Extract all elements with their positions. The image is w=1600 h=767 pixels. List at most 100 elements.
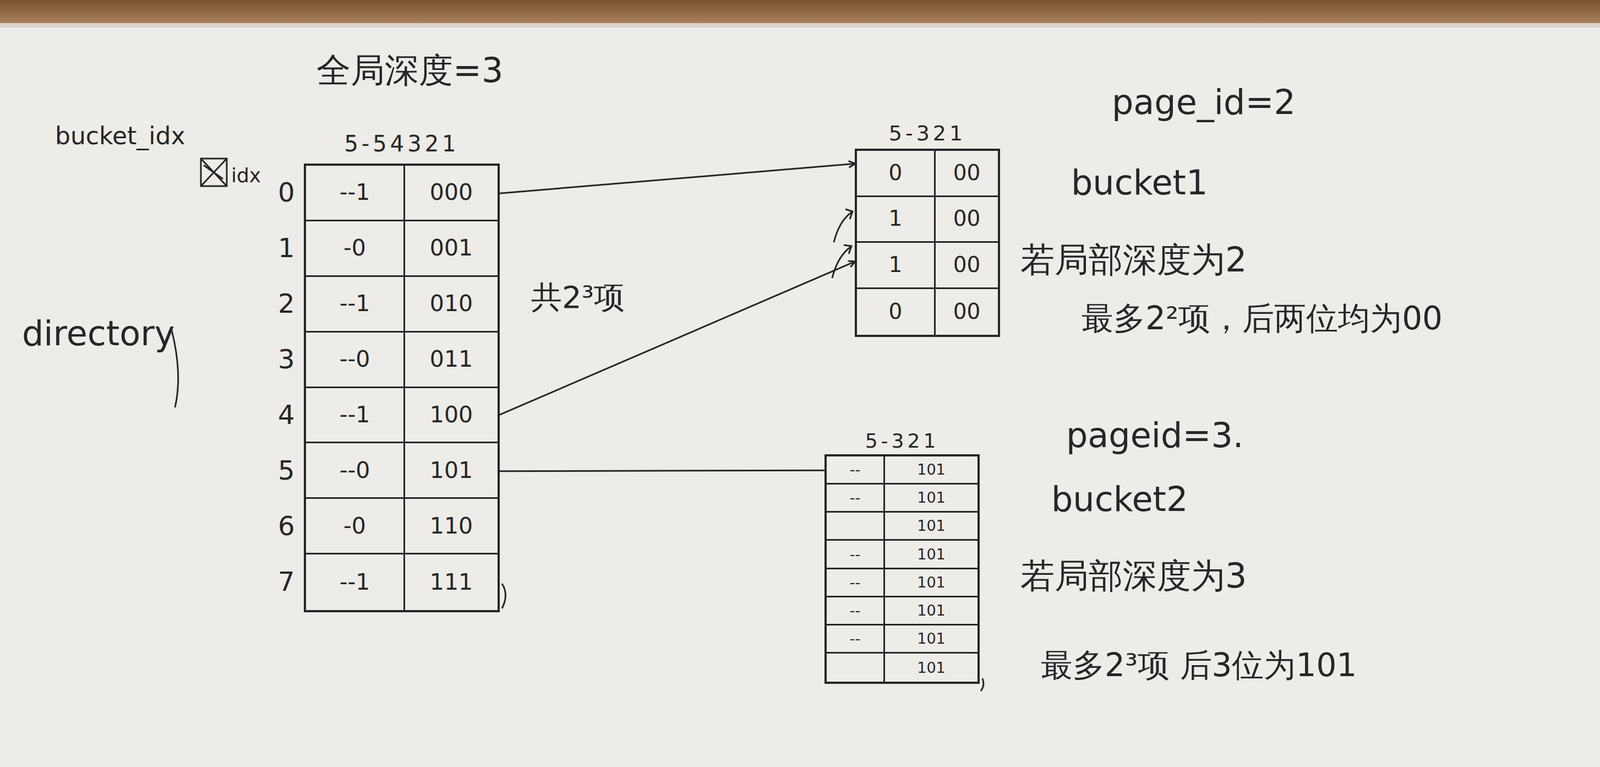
high-bit-cell: --0 <box>306 332 406 387</box>
high-bit-cell: -- <box>826 597 886 624</box>
note-text: 2 <box>277 288 296 319</box>
bit-position-header: 5-321 <box>826 429 978 452</box>
low-bit-cell: 101 <box>885 540 978 567</box>
hash-table-box: 5-321--101--101101--101--101--101--10110… <box>824 454 980 684</box>
table-row: -0110 <box>306 498 498 555</box>
high-bit-cell: -- <box>826 625 886 652</box>
pointer-arrow <box>497 163 855 194</box>
table-row: 100 <box>856 197 998 244</box>
table-row: 101 <box>826 653 978 682</box>
table-row: --101 <box>826 625 978 654</box>
table-row: -0001 <box>306 221 498 277</box>
table-row: --101 <box>826 484 978 513</box>
low-bit-cell: 00 <box>935 242 998 288</box>
high-bit-cell: 0 <box>856 288 936 336</box>
low-bit-cell: 00 <box>935 197 998 242</box>
bucket-tick <box>980 678 984 691</box>
note-text: bucket1 <box>1071 162 1208 202</box>
high-bit-cell: --1 <box>306 554 406 610</box>
paper-shade <box>0 23 1600 28</box>
table-row: --1010 <box>306 276 498 333</box>
note-text: 7 <box>277 566 296 597</box>
note-text: 最多2³项 后3位为101 <box>1040 646 1357 684</box>
table-edge <box>0 0 1600 24</box>
low-bit-cell: 101 <box>885 456 978 483</box>
low-bit-cell: 00 <box>935 288 998 336</box>
hash-table-box: 5-54321--1000-0001--1010--0011--1100--01… <box>303 163 500 613</box>
empty-cell <box>826 512 886 539</box>
note-text: page_id=2 <box>1111 82 1296 122</box>
high-bit-cell: -- <box>826 484 886 511</box>
note-text: directory <box>22 313 175 353</box>
high-bit-cell: -0 <box>306 498 406 553</box>
low-bit-cell: 000 <box>405 165 498 220</box>
high-bit-cell: --1 <box>306 276 406 331</box>
low-bit-cell: 011 <box>405 332 498 387</box>
note-text: bucket2 <box>1051 479 1188 519</box>
note-text: 5 <box>277 455 296 486</box>
bit-position-header: 5-54321 <box>306 131 498 156</box>
directory-tick <box>501 583 506 609</box>
note-text: 0 <box>277 177 296 208</box>
note-text: 3 <box>277 343 296 375</box>
high-bit-cell: -- <box>826 569 886 596</box>
small-arrow-head <box>843 244 852 254</box>
low-bit-cell: 00 <box>935 150 998 196</box>
table-row: 101 <box>826 512 978 541</box>
note-text: idx <box>231 164 261 187</box>
high-bit-cell: 1 <box>856 242 936 288</box>
high-bit-cell: -- <box>826 456 886 483</box>
note-text: 全局深度=3 <box>316 50 504 90</box>
high-bit-cell: -- <box>826 540 886 567</box>
high-bit-cell: --0 <box>306 443 406 498</box>
note-text: 4 <box>277 399 296 430</box>
low-bit-cell: 111 <box>405 554 498 610</box>
small-arrow <box>832 246 851 278</box>
note-text: 最多2²项，后两位均为00 <box>1081 299 1443 337</box>
table-row: --1100 <box>306 388 498 444</box>
table-row: --0101 <box>306 443 498 499</box>
note-text: 若局部深度为2 <box>1020 239 1247 280</box>
note-text: 共2³项 <box>531 279 625 315</box>
note-text: 1 <box>277 232 296 264</box>
note-text: 若局部深度为3 <box>1020 555 1247 595</box>
note-text: bucket_idx <box>55 122 185 151</box>
hash-table-box: 5-321000100100000 <box>854 148 1001 337</box>
low-bit-cell: 010 <box>405 276 498 331</box>
low-bit-cell: 110 <box>405 498 498 553</box>
table-row: --101 <box>826 597 978 626</box>
small-arrow <box>833 211 853 243</box>
table-row: 000 <box>856 288 998 336</box>
scribble-mark <box>200 158 227 187</box>
note-text: 6 <box>277 510 296 542</box>
note-text: pageid=3. <box>1066 415 1244 455</box>
low-bit-cell: 101 <box>885 653 978 682</box>
pointer-arrow <box>497 261 855 416</box>
high-bit-cell: 1 <box>856 197 936 242</box>
table-row: --0011 <box>306 332 498 389</box>
pointer-arrow <box>497 470 825 472</box>
high-bit-cell: -0 <box>306 221 406 276</box>
table-row: --101 <box>826 456 978 485</box>
small-arrow-head <box>845 209 853 220</box>
low-bit-cell: 101 <box>405 443 498 498</box>
high-bit-cell: --1 <box>306 165 406 220</box>
low-bit-cell: 101 <box>885 569 978 596</box>
table-row: --1000 <box>306 165 498 222</box>
table-row: 100 <box>856 242 998 289</box>
table-row: --101 <box>826 540 978 569</box>
table-row: --1111 <box>306 554 498 610</box>
empty-cell <box>826 653 886 682</box>
high-bit-cell: 0 <box>856 150 936 196</box>
bit-position-header: 5-321 <box>856 122 998 146</box>
low-bit-cell: 101 <box>885 512 978 539</box>
table-row: 000 <box>856 150 998 198</box>
low-bit-cell: 100 <box>405 388 498 442</box>
high-bit-cell: --1 <box>306 388 406 442</box>
low-bit-cell: 101 <box>885 484 978 511</box>
low-bit-cell: 101 <box>885 597 978 624</box>
low-bit-cell: 101 <box>885 625 978 652</box>
low-bit-cell: 001 <box>405 221 498 276</box>
